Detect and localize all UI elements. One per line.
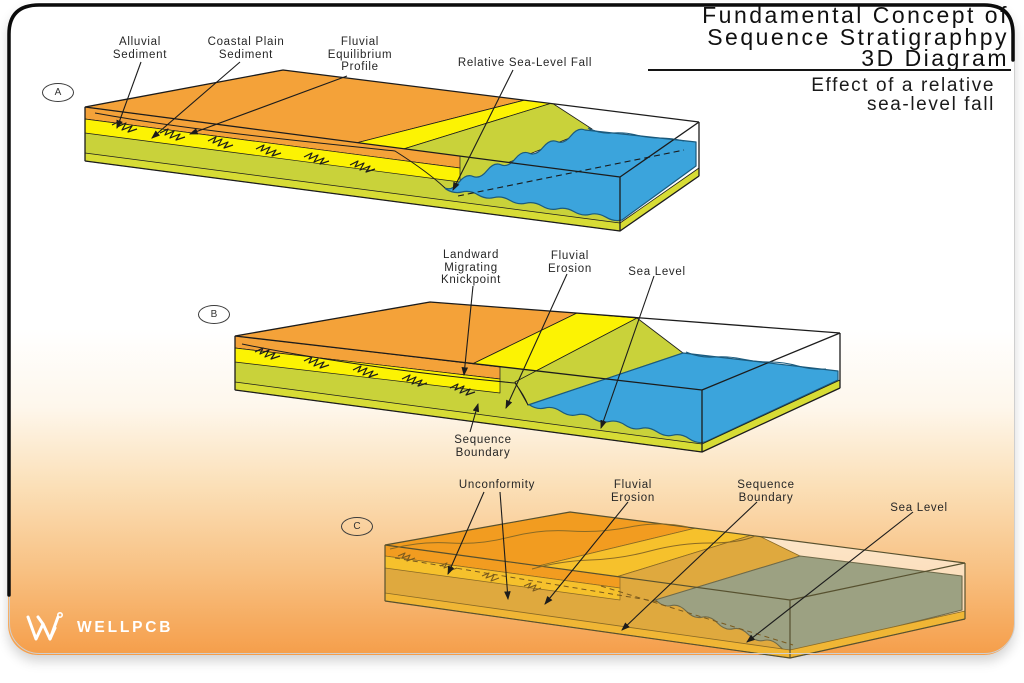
block-a-outline <box>84 69 700 232</box>
leader-a-coastal <box>151 61 241 139</box>
panel-a-letter: A <box>42 83 74 102</box>
page-title: Fundamental Concept of Sequence Stratigr… <box>702 2 1009 71</box>
block-b-illustration <box>234 301 841 453</box>
label-b-sequence-boundary: Sequence Boundary <box>454 434 512 459</box>
leader-b-fluvial-erosion <box>505 273 568 410</box>
label-b-landward-migrating-knickpoint: Landward Migrating Knickpoint <box>440 249 502 286</box>
leader-b-sea-level <box>600 275 655 430</box>
block-c-erosion-wave-1 <box>389 523 689 550</box>
label-a-fluvial-equilibrium-profile: Fluvial Equilibrium Profile <box>327 36 393 73</box>
wellpcb-logo: WELLPCB <box>24 610 173 646</box>
leader-a-relative-sea-level-fall <box>452 69 514 191</box>
block-c-sequence-boundary-dashed <box>600 585 794 646</box>
block-c-outline <box>384 511 966 659</box>
label-c-sequence-boundary: Sequence Boundary <box>737 479 795 504</box>
leader-b-sequence-boundary <box>469 402 480 433</box>
panel-b-letter: B <box>198 305 230 324</box>
block-c-illustration <box>384 511 966 659</box>
leader-c-unconformity-1 <box>447 491 485 576</box>
label-b-sea-level: Sea Level <box>628 266 686 278</box>
wellpcb-logo-text: WELLPCB <box>77 619 174 636</box>
block-c-erosion-wave-2 <box>531 535 756 570</box>
label-a-alluvial-sediment: Alluvial Sediment <box>112 36 168 61</box>
panel-c-letter: C <box>341 517 373 536</box>
label-c-unconformity: Unconformity <box>458 479 536 491</box>
label-c-fluvial-erosion: Fluvial Erosion <box>611 479 655 504</box>
card-border-dark <box>7 3 1015 597</box>
leader-a-fluvial-profile <box>188 75 348 135</box>
label-b-fluvial-erosion: Fluvial Erosion <box>548 250 592 275</box>
wellpcb-w-icon <box>26 611 63 641</box>
block-a-illustration <box>84 69 700 232</box>
leader-c-sequence-boundary <box>621 501 758 631</box>
block-a-river-channels <box>111 120 376 173</box>
label-c-sea-level: Sea Level <box>890 502 948 514</box>
leader-b-knickpoint <box>461 285 474 377</box>
block-b-equilibrium-profile-line <box>241 343 529 406</box>
block-a-backwall-waterline <box>587 127 685 142</box>
title-divider <box>648 69 1011 71</box>
label-a-coastal-plain-sediment: Coastal Plain Sediment <box>207 36 285 61</box>
leader-c-fluvial-erosion <box>544 501 629 605</box>
block-a-sea-water <box>444 128 697 222</box>
page-subtitle: Effect of a relative sea-level fall <box>811 75 995 115</box>
leader-a-alluvial <box>116 61 142 130</box>
leader-arrows <box>116 61 914 643</box>
label-a-relative-sea-level-fall: Relative Sea-Level Fall <box>457 57 593 69</box>
leader-c-unconformity-2 <box>499 491 511 601</box>
block-b-river-channels <box>254 347 476 396</box>
leader-c-sea-level <box>746 511 914 643</box>
block-b-backwall-waterline <box>685 351 827 370</box>
block-a-former-sea-level-dashed <box>457 149 685 197</box>
